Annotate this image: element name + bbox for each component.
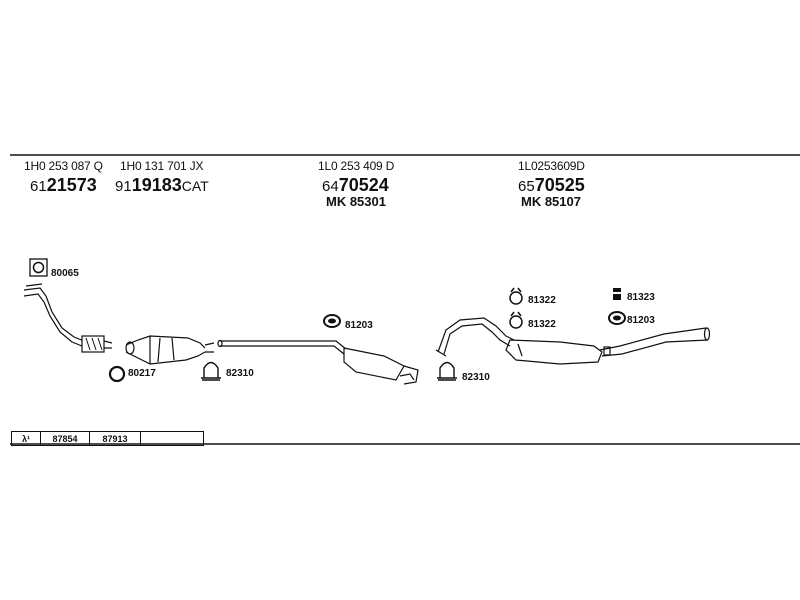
table-cell-1: 87854 [41, 432, 90, 445]
table-cell-2: 87913 [90, 432, 141, 445]
catalytic-converter-icon [125, 335, 215, 365]
part-number-3: 1L0 253 409 D [318, 159, 395, 173]
part-number-1: 1H0 253 087 Q [24, 159, 103, 173]
accessory-label-82310-2: 82310 [462, 372, 490, 383]
bracket-81323-icon [611, 288, 623, 300]
clamp-82310-2-icon [437, 361, 457, 381]
table-cell-3 [141, 432, 203, 445]
clamp-81203-2-icon [608, 311, 626, 325]
accessory-label-81203-2: 81203 [627, 315, 655, 326]
accessory-label-81322-2: 81322 [528, 319, 556, 330]
accessory-label-81323: 81323 [627, 292, 655, 303]
order-code-1: 6121573 [30, 175, 97, 195]
lambda-sensor-table: λ¹ 87854 87913 [11, 431, 204, 446]
order-code-4: 6570525 [518, 175, 585, 195]
clamp-82310-icon [201, 361, 221, 381]
order-code-2: 9119183CAT [115, 175, 209, 195]
ring-80217-icon [108, 365, 126, 383]
front-pipe-icon [23, 283, 113, 353]
part-number-2: 1H0 131 701 JX [120, 159, 204, 173]
accessory-label-81203: 81203 [345, 320, 373, 331]
mk-code-3: MK 85301 [326, 194, 386, 209]
accessory-label-81322: 81322 [528, 295, 556, 306]
middle-silencer-icon [217, 339, 419, 385]
clamp-81322-2-icon [509, 311, 523, 329]
accessory-label-82310: 82310 [226, 368, 254, 379]
clamp-81322-icon [509, 287, 523, 305]
table-cell-lambda: λ¹ [12, 432, 41, 445]
mk-code-4: MK 85107 [521, 194, 581, 209]
part-number-4: 1L0253609D [518, 159, 585, 173]
order-code-3: 6470524 [322, 175, 389, 195]
clamp-81203-icon [323, 314, 341, 328]
accessory-label-80065: 80065 [51, 268, 79, 279]
clamp-80065-icon [29, 258, 48, 277]
accessory-label-80217: 80217 [128, 368, 156, 379]
rear-silencer-icon [435, 317, 711, 365]
